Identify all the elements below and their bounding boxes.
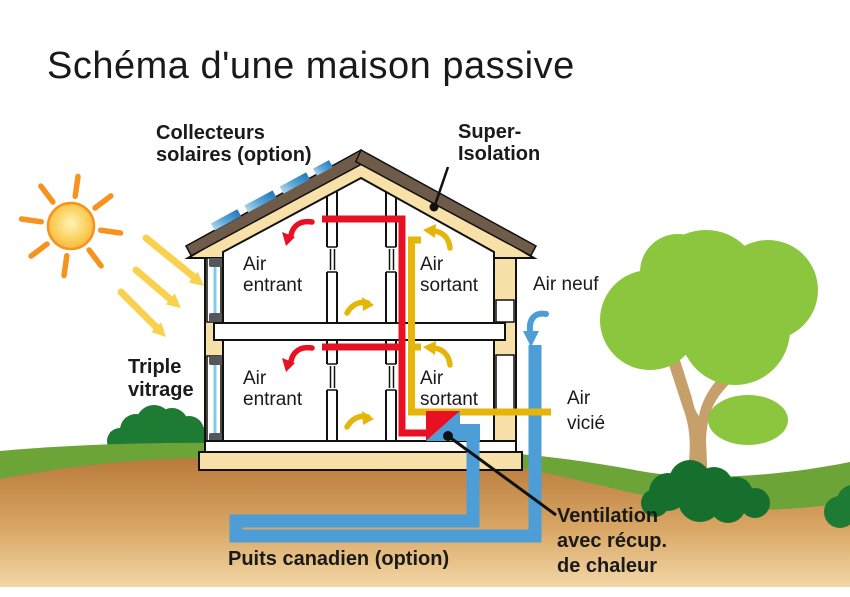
label-air-entrant-top-line1: Air (243, 254, 267, 275)
extract-arrow-bottom-icon (423, 341, 453, 368)
label-air-sortant-top-line2: sortant (420, 275, 479, 296)
tree-canopy (600, 230, 818, 445)
label-collectors-line1: Collecteurs (156, 122, 265, 144)
label-puits-canadien: Puits canadien (option) (228, 548, 449, 570)
heat-recovery-unit (426, 411, 460, 441)
label-super-isolation-line1: Super- (458, 121, 521, 143)
label-air-entrant-bottom-line2: entrant (243, 389, 303, 410)
label-air-entrant-top-line2: entrant (243, 275, 303, 296)
window-upper (206, 257, 222, 323)
sun-disc (46, 201, 96, 251)
window-frame-top2 (209, 356, 222, 365)
label-air-sortant-bottom-line1: Air (420, 368, 444, 389)
label-ventilation-line2: avec récup. (557, 530, 667, 552)
window-lower (206, 355, 222, 442)
fresh-air-pipes (229, 310, 549, 543)
ventilation-pointer (447, 434, 557, 517)
label-air-entrant-bottom-line1: Air (243, 368, 267, 389)
label-collectors-line2: solaires (option) (156, 144, 312, 166)
label-air-neuf: Air neuf (533, 274, 599, 295)
label-air-sortant-bottom-line2: sortant (420, 389, 479, 410)
corridor-arrow-bottom-icon (344, 411, 374, 430)
supply-arrow-top-icon (282, 218, 315, 246)
label-air-vicie-line2: vicié (567, 413, 605, 434)
window-frame-bottom2 (209, 433, 222, 442)
fresh-air-arrow-icon (523, 310, 549, 347)
label-air-sortant-top-line1: Air (420, 254, 444, 275)
label-ventilation-line1: Ventilation (557, 505, 658, 527)
sun (18, 173, 124, 279)
underground-pipe (229, 345, 542, 543)
label-ventilation-line3: de chaleur (557, 555, 657, 577)
window-frame-top (209, 258, 222, 267)
right-wall (493, 249, 517, 453)
house (184, 148, 538, 471)
extract-arrow-top-icon (423, 224, 453, 251)
label-super-isolation-line2: Isolation (458, 143, 540, 165)
supply-arrow-bottom-icon (282, 344, 315, 372)
super-isolation-pointer (433, 166, 450, 206)
solar-collectors-icon (210, 160, 333, 231)
label-triple-glazing-line1: Triple (128, 356, 181, 378)
tree (600, 230, 818, 523)
foundation (198, 451, 523, 471)
supply-ducts (282, 215, 427, 437)
pipe-to-unit (458, 424, 480, 441)
bush-right-corner (824, 485, 850, 528)
window-frame-bottom (209, 313, 222, 322)
sun-rays-icon (18, 173, 124, 279)
page-title: Schéma d'une maison passive (47, 45, 575, 87)
house-interior (222, 176, 495, 442)
tree-trunk (668, 357, 736, 510)
pointer-lines (429, 166, 557, 517)
bottom-margin (0, 587, 850, 597)
label-air-vicie-line1: Air (567, 388, 591, 409)
extract-ducts (344, 224, 551, 430)
right-wall-openings (495, 299, 515, 414)
mid-floor-slab (213, 322, 506, 341)
corridor-arrow-top-icon (344, 297, 374, 316)
door-leaves (327, 246, 396, 391)
sunlight-arrows-icon (117, 234, 204, 337)
bush-tree-base (641, 460, 770, 523)
label-triple-glazing-line2: vitrage (128, 379, 194, 401)
roof-cover (184, 148, 538, 257)
